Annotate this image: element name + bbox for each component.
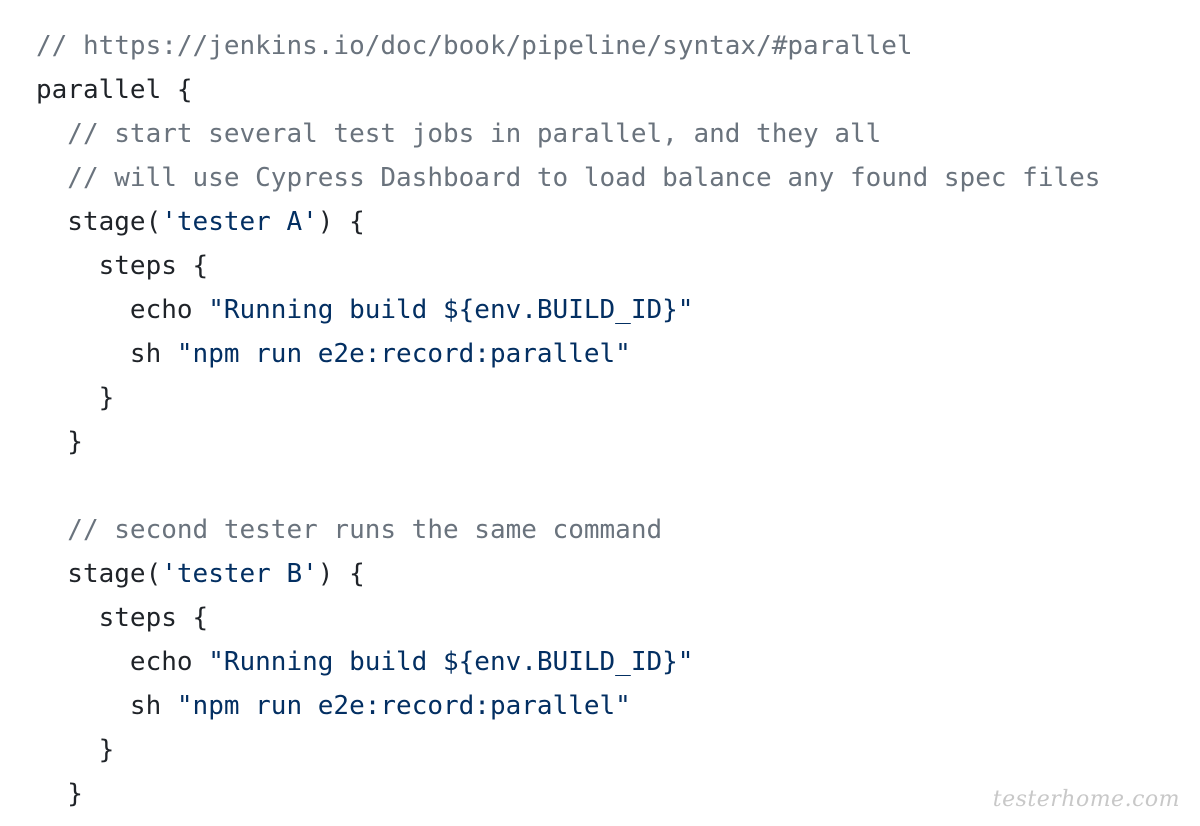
code-token-plain: } xyxy=(36,735,115,765)
code-line: // https://jenkins.io/doc/book/pipeline/… xyxy=(36,24,1176,68)
code-line xyxy=(36,464,1176,508)
code-line: echo "Running build ${env.BUILD_ID}" xyxy=(36,640,1176,684)
code-token-string: "npm run e2e:record:parallel" xyxy=(176,691,631,721)
code-token-plain: stage( xyxy=(36,207,162,237)
code-token-plain: parallel { xyxy=(36,75,193,105)
code-line: // start several test jobs in parallel, … xyxy=(36,112,1176,156)
code-token-plain: echo xyxy=(36,647,209,677)
code-token-comment: // https://jenkins.io/doc/book/pipeline/… xyxy=(36,31,913,61)
code-token-plain: ) { xyxy=(317,207,365,237)
code-line: // second tester runs the same command xyxy=(36,508,1176,552)
watermark-logo: testerhome.com xyxy=(992,787,1180,812)
code-line: sh "npm run e2e:record:parallel" xyxy=(36,684,1176,728)
code-token-string: "npm run e2e:record:parallel" xyxy=(176,339,631,369)
code-line: parallel { xyxy=(36,68,1176,112)
code-token-plain: ) { xyxy=(317,559,365,589)
code-line: steps { xyxy=(36,596,1176,640)
code-token-plain: } xyxy=(36,383,115,413)
code-token-plain: sh xyxy=(36,691,177,721)
code-token-string: 'tester B' xyxy=(161,559,318,589)
code-line: stage('tester B') { xyxy=(36,552,1176,596)
code-token-comment: // second tester runs the same command xyxy=(36,515,663,545)
code-line: // will use Cypress Dashboard to load ba… xyxy=(36,156,1176,200)
code-token-plain: } xyxy=(36,779,83,809)
code-line: } xyxy=(36,420,1176,464)
code-line: } xyxy=(36,376,1176,420)
code-token-string: 'tester A' xyxy=(161,207,318,237)
code-line: } xyxy=(36,728,1176,772)
code-token-plain: } xyxy=(36,427,83,457)
code-line: stage('tester A') { xyxy=(36,200,1176,244)
code-token-comment: // will use Cypress Dashboard to load ba… xyxy=(36,163,1101,193)
code-token-plain: steps { xyxy=(36,251,209,281)
code-line: echo "Running build ${env.BUILD_ID}" xyxy=(36,288,1176,332)
code-token-string: "Running build ${env.BUILD_ID}" xyxy=(208,295,694,325)
code-line: steps { xyxy=(36,244,1176,288)
code-token-plain: steps { xyxy=(36,603,209,633)
code-token-plain: echo xyxy=(36,295,209,325)
code-token-plain: sh xyxy=(36,339,177,369)
code-token-string: "Running build ${env.BUILD_ID}" xyxy=(208,647,694,677)
code-line: } xyxy=(36,772,1176,816)
code-line: sh "npm run e2e:record:parallel" xyxy=(36,332,1176,376)
code-block: // https://jenkins.io/doc/book/pipeline/… xyxy=(36,24,1176,816)
code-token-comment: // start several test jobs in parallel, … xyxy=(36,119,882,149)
code-token-plain: stage( xyxy=(36,559,162,589)
